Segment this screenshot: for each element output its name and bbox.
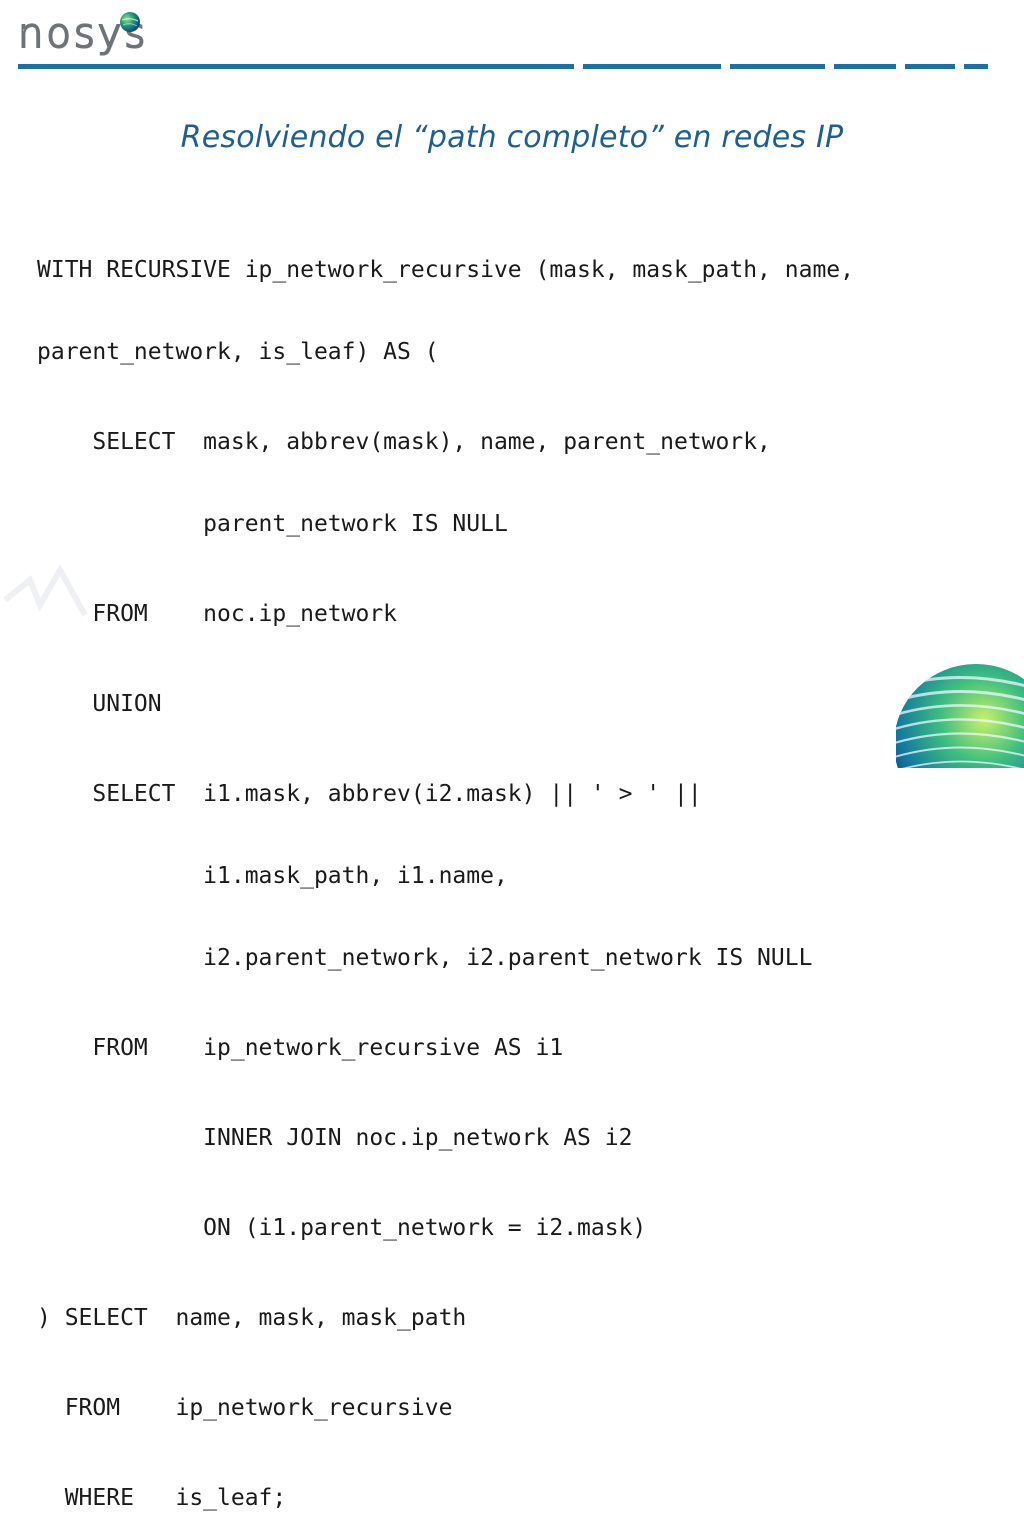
code-line: parent_network IS NULL	[37, 511, 508, 537]
globe-graphic	[896, 664, 1024, 768]
code-line: FROM ip_network_recursive	[37, 1395, 453, 1421]
sql-code-block: WITH RECURSIVE ip_network_recursive (mas…	[37, 203, 854, 1536]
code-line: WHERE is_leaf;	[37, 1485, 287, 1511]
code-line: SELECT mask, abbrev(mask), name, parent_…	[37, 429, 771, 455]
code-line: i2.parent_network, i2.parent_network IS …	[37, 945, 813, 971]
code-line: ) SELECT name, mask, mask_path	[37, 1305, 467, 1331]
header-rule	[18, 64, 988, 69]
slide-title: Resolviendo el “path completo” en redes …	[180, 120, 844, 155]
code-line: WITH RECURSIVE ip_network_recursive (mas…	[37, 257, 854, 283]
code-line: i1.mask_path, i1.name,	[37, 863, 508, 889]
code-line: FROM noc.ip_network	[37, 601, 398, 627]
code-line: INNER JOIN noc.ip_network AS i2	[37, 1125, 633, 1151]
watermark-graphic	[3, 563, 88, 617]
code-line: FROM ip_network_recursive AS i1	[37, 1035, 564, 1061]
code-line: ON (i1.parent_network = i2.mask)	[37, 1215, 647, 1241]
globe-icon	[120, 12, 140, 32]
nosys-logo: nosys	[16, 8, 206, 62]
code-line: parent_network, is_leaf) AS (	[37, 339, 439, 365]
code-line: SELECT i1.mask, abbrev(i2.mask) || ' > '…	[37, 781, 702, 807]
code-line: UNION	[37, 691, 162, 717]
